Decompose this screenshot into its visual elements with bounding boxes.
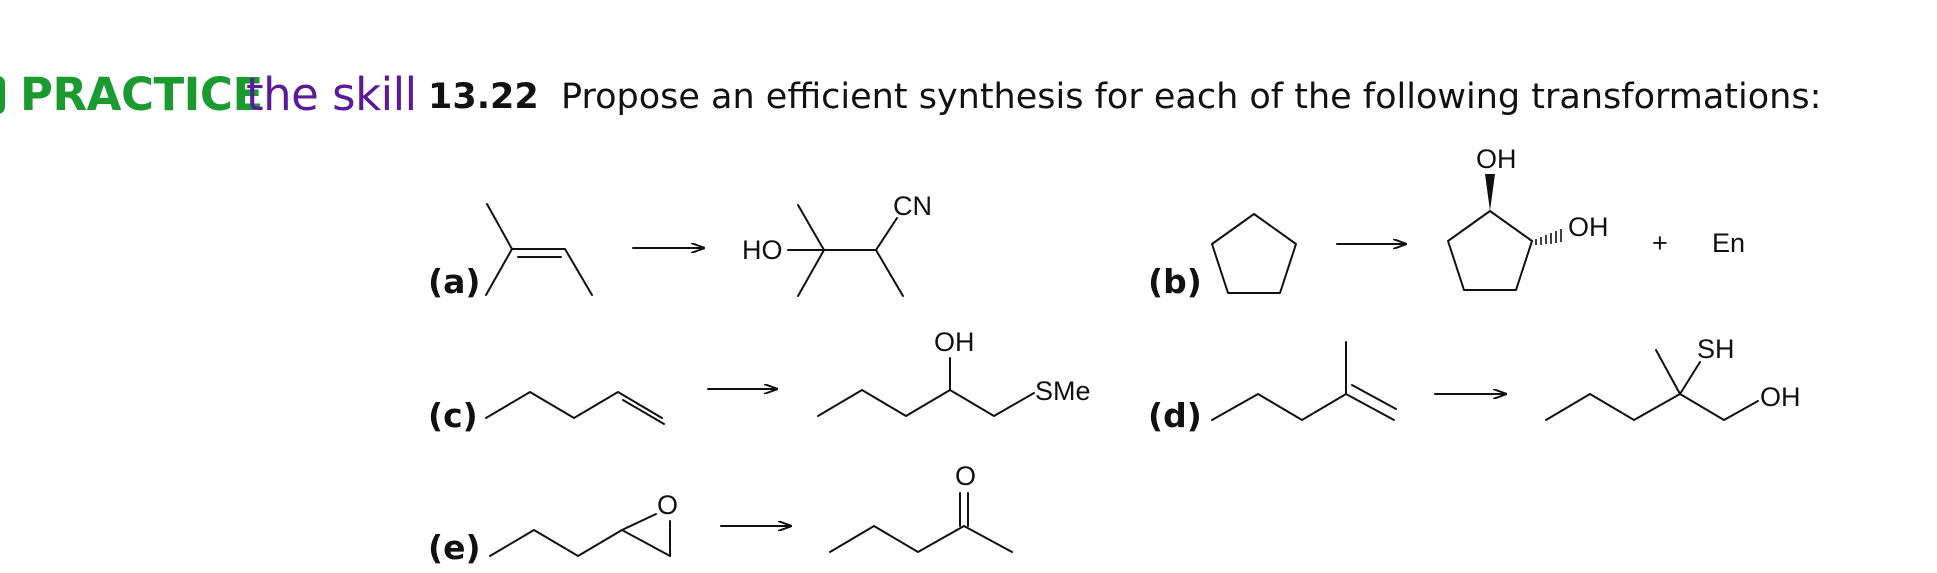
skill-subtitle: the skill: [246, 68, 417, 121]
ketone-oxygen: O: [955, 461, 976, 491]
part-c-product: OH SMe: [817, 327, 1091, 417]
plus-sign: +: [1652, 228, 1668, 258]
part-b-extra-text: En: [1712, 228, 1745, 258]
practice-title: PRACTICE: [20, 68, 263, 121]
part-c-reactant: [485, 391, 665, 425]
part-a-label: (a): [428, 262, 481, 301]
product-d-oh-group: OH: [1760, 382, 1801, 412]
problem-prompt: Propose an efficient synthesis for each …: [561, 77, 1822, 117]
part-e-reactant: O: [489, 490, 678, 557]
product-b-oh-top: OH: [1476, 144, 1517, 174]
part-a-product: HO CN: [742, 191, 932, 297]
part-d-reactant: [1211, 341, 1397, 421]
epoxide-oxygen: O: [657, 490, 678, 520]
part-b-reactant: [1211, 213, 1297, 294]
part-a-reactant: [485, 203, 593, 296]
product-a-ho-group: HO: [742, 235, 783, 265]
part-c-label: (c): [428, 396, 478, 435]
product-d-sh-group: SH: [1697, 334, 1735, 364]
part-d-product: SH OH: [1545, 334, 1801, 421]
product-c-sme-group: SMe: [1035, 376, 1091, 406]
product-c-oh-group: OH: [934, 327, 975, 357]
problem-number: 13.22: [428, 77, 539, 117]
part-b-product: OH OH + En: [1447, 144, 1745, 291]
part-e-label: (e): [428, 528, 481, 567]
product-a-cn-group: CN: [893, 191, 932, 221]
product-b-oh-right: OH: [1568, 212, 1609, 242]
part-e-product: O: [829, 461, 1013, 553]
part-d-label: (d): [1148, 396, 1202, 435]
part-b-label: (b): [1148, 262, 1202, 301]
practice-bullet-icon: [0, 76, 5, 114]
